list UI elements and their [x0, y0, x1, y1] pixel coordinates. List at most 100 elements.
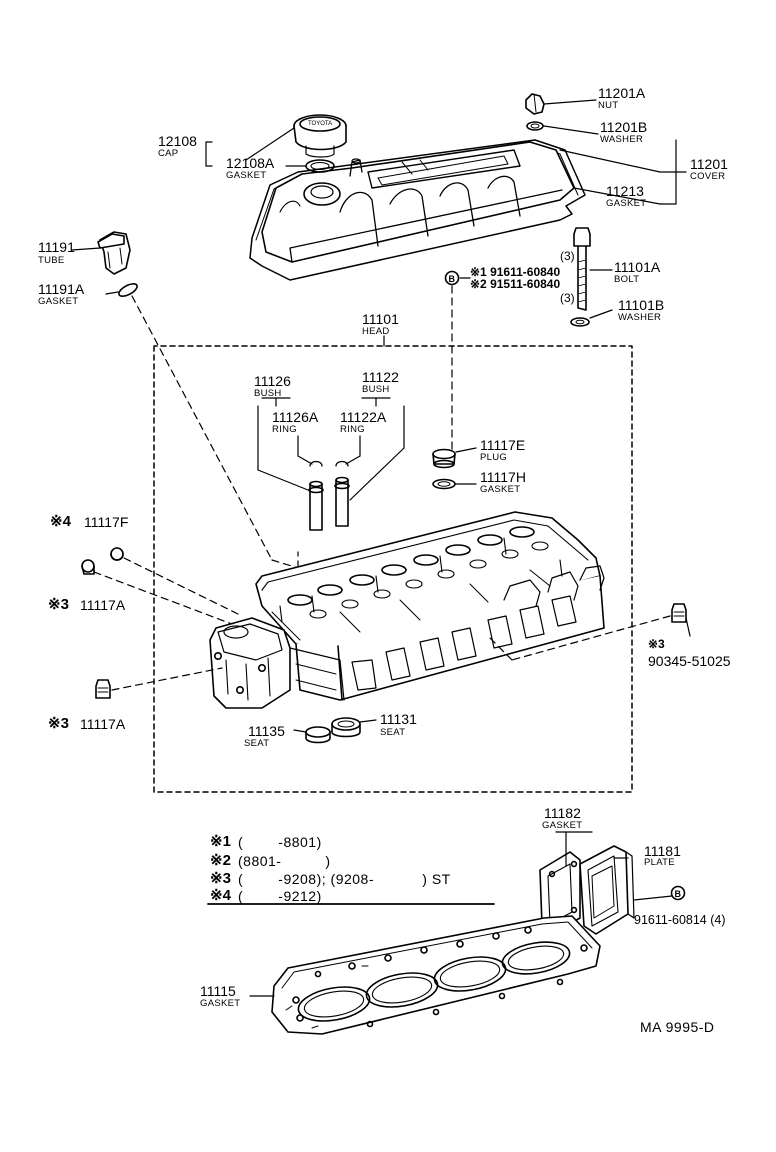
- part-number-11213: 11213: [606, 183, 644, 199]
- legend-range-4: ( -9212): [238, 888, 322, 904]
- part-name-ring-11122A: RING: [340, 424, 365, 435]
- legend-mark-1: ※1: [210, 833, 231, 850]
- note-mark-90345: ※3: [648, 637, 665, 651]
- valve-seat-11131-shape: [331, 717, 361, 738]
- part-number-11122A: 11122A: [340, 409, 387, 425]
- part-name-bolt: BOLT: [614, 274, 640, 285]
- svg-text:TOYOTA: TOYOTA: [308, 121, 332, 127]
- part-name-cap: CAP: [158, 148, 179, 159]
- part-number-12108A: 12108A: [226, 155, 275, 171]
- part-number-11181: 11181: [644, 843, 681, 859]
- leader-lines-plug: [455, 447, 477, 485]
- part-number-11131: 11131: [380, 711, 417, 727]
- plug-11117A-upper-shape: [81, 559, 95, 575]
- part-name-gasket-11182: GASKET: [542, 820, 583, 831]
- note-mark-11117F: ※4: [50, 513, 71, 530]
- leader-lines-plate: [555, 831, 629, 867]
- snap-ring-11126A-shape: [309, 460, 323, 467]
- bolt-code-2: ※2 91511-60840: [470, 277, 561, 291]
- head-bolt-11101A-shape: [573, 227, 591, 311]
- part-number-11191A: 11191A: [38, 281, 85, 297]
- valve-guide-bush-11126-shape: [308, 480, 324, 531]
- legend-mark-2: ※2: [210, 852, 231, 869]
- leader-lines-top: [205, 99, 687, 205]
- valve-seat-11135-shape: [305, 726, 331, 744]
- cap-gasket-12108A-shape: [305, 159, 335, 173]
- drawing-code: MA 9995-D: [640, 1019, 715, 1035]
- legend-mark-4: ※4: [210, 887, 231, 904]
- leader-lines-tube: [71, 247, 119, 295]
- legend-range-1: ( -8801): [238, 834, 322, 850]
- plug-90345-51025-shape: [671, 603, 687, 623]
- legend-range-3: ( -9208); (9208- ) ST: [238, 871, 451, 887]
- part-name-tube: TUBE: [38, 255, 65, 266]
- oil-filler-cap-12108-shape: TOYOTA: [293, 114, 347, 158]
- part-name-washer-11101B: WASHER: [618, 312, 662, 323]
- part-number-11117A-upper: 11117A: [80, 597, 126, 613]
- svg-text:B: B: [675, 889, 682, 899]
- part-number-11126A: 11126A: [272, 409, 319, 425]
- valve-guide-bush-11122-shape: [334, 476, 350, 527]
- bolt-code-1: ※1 91611-60840: [470, 265, 561, 279]
- part-number-11117H: 11117H: [480, 469, 526, 485]
- nut-11201A-shape: [525, 93, 545, 115]
- plate-11181-shape: [579, 845, 635, 935]
- bolt-washer-11101B-shape: [570, 317, 590, 327]
- part-name-gasket-11117H: GASKET: [480, 484, 521, 495]
- head-assembly-boundary: [153, 345, 633, 793]
- leader-lines-bush: [257, 397, 405, 501]
- reference-circle-b-top: B: [444, 270, 460, 286]
- tube-gasket-11191A-shape: [118, 283, 138, 297]
- dashed-leader-tube: [131, 295, 299, 569]
- legend-range-2: (8801- ): [238, 853, 331, 869]
- svg-text:B: B: [449, 274, 456, 284]
- reference-circle-b-plate: B: [670, 885, 686, 901]
- note-mark-11117A-lower: ※3: [48, 715, 69, 732]
- snap-ring-11122A-shape: [335, 460, 349, 467]
- part-name-seat-11135: SEAT: [244, 738, 270, 749]
- part-name-head: HEAD: [362, 326, 390, 337]
- plug-11117F-shape: [110, 547, 124, 561]
- part-name-gasket-12108A: GASKET: [226, 170, 267, 181]
- part-number-11191: 11191: [38, 239, 75, 255]
- legend-mark-3: ※3: [210, 870, 231, 887]
- part-number-11101B: 11101B: [618, 297, 665, 313]
- bolt-qty-1: (3): [560, 249, 575, 263]
- part-number-11182: 11182: [544, 805, 581, 821]
- leader-lines-bolt: [589, 269, 613, 319]
- tube-11191-shape: [97, 231, 131, 275]
- leader-lines-b-plate: [633, 895, 673, 901]
- plug-gasket-11117H-shape: [432, 478, 456, 490]
- part-number-12108: 12108: [158, 133, 197, 149]
- part-number-11201A: 11201A: [598, 85, 646, 101]
- part-number-11101: 11101: [362, 311, 399, 327]
- part-number-11117E: 11117E: [480, 437, 526, 453]
- part-name-gasket-11213: GASKET: [606, 198, 647, 209]
- plug-11117A-lower-shape: [95, 679, 111, 699]
- washer-11201B-shape: [526, 121, 544, 131]
- part-number-11122: 11122: [362, 369, 399, 385]
- part-number-11117A-lower: 11117A: [80, 716, 126, 732]
- head-gasket-11115-shape: [271, 915, 601, 1035]
- part-number-91611-60814: 91611-60814 (4): [634, 913, 726, 927]
- plug-11117E-shape: [432, 448, 456, 469]
- part-name-gasket-11191A: GASKET: [38, 296, 79, 307]
- valve-cover-11201-shape: [261, 141, 575, 263]
- part-name-nut: NUT: [598, 100, 619, 111]
- note-mark-11117A-upper: ※3: [48, 596, 69, 613]
- part-number-11101A: 11101A: [614, 259, 661, 275]
- leader-lines-seats: [293, 719, 377, 733]
- cylinder-head-11101-shape: [209, 511, 605, 709]
- dashed-leaders-plugs: [93, 557, 671, 691]
- part-number-11201: 11201: [690, 156, 728, 172]
- part-number-11201B: 11201B: [600, 119, 648, 135]
- part-name-bush-11122: BUSH: [362, 384, 390, 395]
- part-number-11126: 11126: [254, 373, 291, 389]
- part-number-11115: 11115: [200, 983, 236, 999]
- part-name-plug-11117E: PLUG: [480, 452, 508, 463]
- part-name-washer-11201B: WASHER: [600, 134, 644, 145]
- part-name-plate: PLATE: [644, 857, 675, 868]
- part-name-bush-11126: BUSH: [254, 388, 282, 399]
